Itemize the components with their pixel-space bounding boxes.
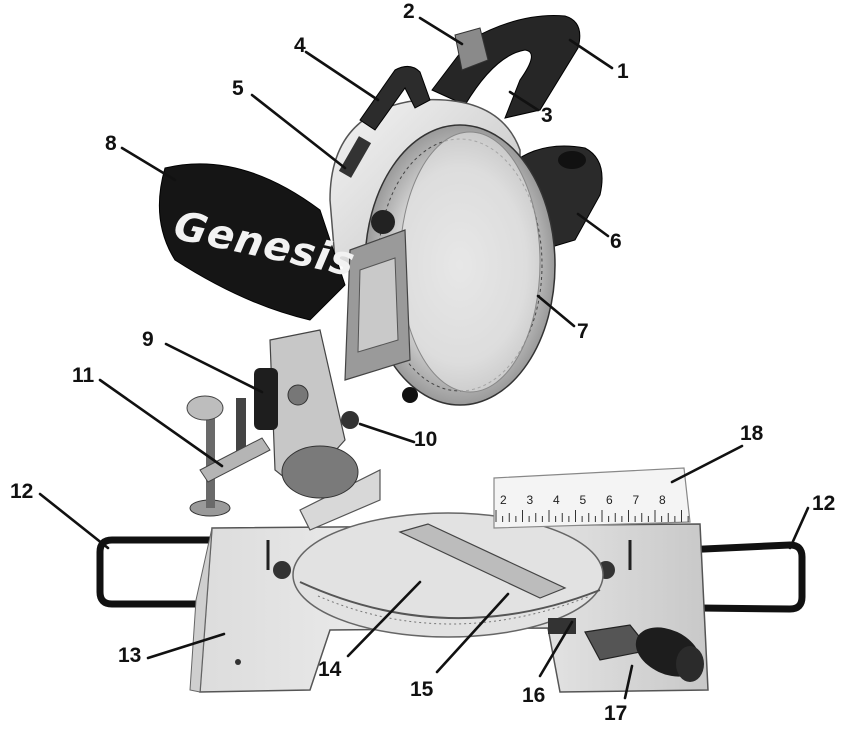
- scale-plate: 2 3 4 5 6 7 8: [493, 467, 691, 529]
- dust-bag: Genesis: [158, 163, 359, 321]
- ruler-ticks: [495, 510, 689, 522]
- callout-11: 11: [72, 364, 95, 387]
- callout-8: 8: [105, 132, 117, 155]
- operating-handle: [431, 15, 581, 119]
- leader-lines: [38, 16, 810, 700]
- callout-12-right: 12: [812, 492, 835, 515]
- callout-14: 14: [318, 658, 342, 681]
- miter-handle: [548, 618, 704, 682]
- ruler-number: 7: [633, 493, 640, 507]
- callout-labels: 1 2 3 4 5 6 7 8 9 10 11 12 12 13 14 15 1…: [10, 0, 835, 725]
- callout-4: 4: [294, 34, 306, 57]
- callout-6: 6: [610, 230, 622, 253]
- callout-10: 10: [414, 428, 437, 451]
- callout-9: 9: [142, 328, 154, 351]
- bevel-assembly: [254, 329, 359, 499]
- carry-handle: [359, 66, 431, 131]
- ruler-number: 8: [659, 493, 666, 507]
- callout-2: 2: [403, 0, 415, 23]
- callout-3: 3: [541, 104, 553, 127]
- ruler-number: 2: [500, 493, 507, 507]
- saw-arm: [344, 210, 418, 403]
- ruler-number: 5: [580, 493, 587, 507]
- ruler-number: 6: [606, 493, 613, 507]
- callout-12-left: 12: [10, 480, 33, 503]
- callout-13: 13: [118, 644, 141, 667]
- ruler-labels: 2 3 4 5 6 7 8: [500, 493, 666, 507]
- callout-1: 1: [617, 60, 629, 83]
- callout-5: 5: [232, 77, 244, 100]
- callout-15: 15: [410, 678, 434, 701]
- ruler-number: 4: [553, 493, 560, 507]
- callout-7: 7: [577, 320, 589, 343]
- callout-16: 16: [522, 684, 545, 707]
- callout-18: 18: [740, 422, 764, 445]
- saw-blade: [364, 124, 556, 406]
- ruler-number: 3: [527, 493, 534, 507]
- rotating-table: [292, 512, 604, 638]
- callout-17: 17: [604, 702, 627, 725]
- extension-bars: [96, 536, 806, 613]
